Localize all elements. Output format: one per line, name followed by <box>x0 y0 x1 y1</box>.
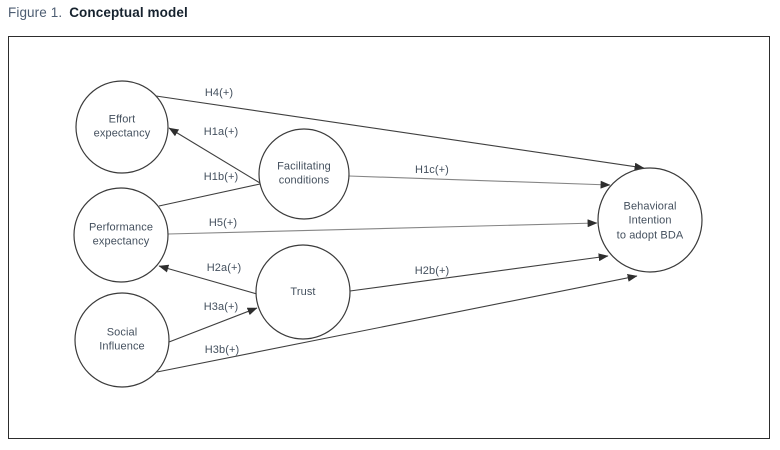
edge-h2a-arrow <box>158 264 258 295</box>
node-social-influence <box>74 292 170 388</box>
edge-h3a-arrow <box>168 307 258 343</box>
edge-h2b-arrow <box>349 253 609 292</box>
edge-h1a-arrow <box>168 127 261 184</box>
figure-label: Figure 1. <box>8 5 63 20</box>
node-performance-expectancy <box>73 187 169 283</box>
node-behavioral-intention <box>597 167 703 273</box>
edge-h5-arrow <box>167 219 598 235</box>
edge-h1c-arrow <box>348 175 611 189</box>
node-trust <box>255 244 351 340</box>
node-effort-expectancy <box>75 80 169 174</box>
figure-caption: Figure 1. Conceptual model <box>8 5 188 20</box>
figure-title: Conceptual model <box>69 5 188 20</box>
edge-h4-arrow <box>155 95 645 171</box>
edge-h1b-line <box>158 183 261 207</box>
node-facilitating-conditions <box>258 128 350 220</box>
edge-h3b-arrow <box>156 273 638 373</box>
